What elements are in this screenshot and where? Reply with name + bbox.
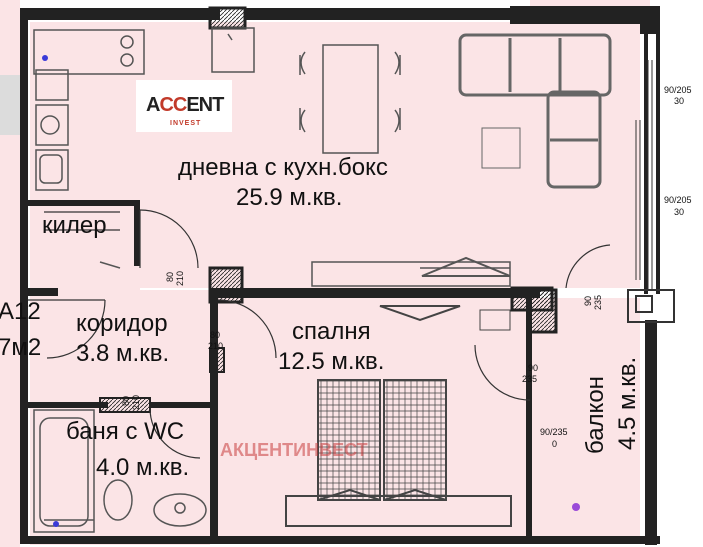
balcony-floor [530,298,640,543]
window1-width: 90/205 [664,85,692,95]
door-living-width: 80 [165,271,175,282]
window3-width: 90/235 [540,427,568,437]
outlet-marker [42,55,48,61]
columns [99,6,650,413]
drain-marker [572,503,580,511]
window2-height: 30 [674,207,685,217]
door-bath-height: 210 [131,394,141,410]
fridge [35,69,69,101]
living-room-area: 25.9 м.кв. [236,184,343,211]
cooktop [35,104,69,146]
window1-height: 30 [674,96,685,106]
watermark: АКЦЕНТИНВЕСТ [220,440,368,460]
bathroom-area: 4.0 м.кв. [96,454,190,481]
door-bedroom-height: 235 [522,374,538,384]
door-swings [28,209,611,459]
door-bedroom-width: 90 [528,363,539,373]
brand-logo: ACCENT INVEST [136,80,232,132]
star-icon [227,33,233,41]
storage-floor [30,200,140,290]
window3-height: 0 [552,439,558,449]
bathroom-name: баня с WC [66,418,185,445]
sink [35,149,69,191]
window2-width: 90/205 [664,195,692,205]
storage-name: килер [42,212,107,239]
door-corridor-height: 210 [208,341,224,351]
bathroom-fixtures [33,409,207,533]
tv-unit [99,256,511,287]
logo-subtext: INVEST [170,120,202,127]
corridor-area: 3.8 м.кв. [76,340,170,367]
corridor-name: коридор [76,310,168,337]
stair-area [0,75,20,135]
balcony-name: балкон [582,376,609,454]
outlet-marker-2 [53,521,59,527]
dining-set [299,44,401,154]
kitchen [33,27,255,191]
door-balcony-width: 90 [583,295,593,306]
sofa [458,33,612,189]
living-room-name: дневна с кухн.бокс [178,154,388,181]
windows [627,60,675,323]
bedroom-name: спалня [292,318,371,345]
logo-text: ACCENT [146,94,224,116]
balcony-area: 4.5 м.кв. [614,356,641,450]
apartment-id: A12 [0,298,41,325]
door-living-height: 210 [175,270,185,286]
bathroom-floor [30,405,210,545]
door-balcony-height: 235 [593,294,603,310]
door-bath-width: 80 [121,395,131,406]
neighbor-area-left [0,0,20,547]
bedroom-area: 12.5 м.кв. [278,348,385,375]
corridor-floor [30,290,215,405]
door-corridor-width: 80 [210,330,221,340]
bed [285,305,512,527]
apartment-area-fragment: 7м2 [0,334,42,361]
